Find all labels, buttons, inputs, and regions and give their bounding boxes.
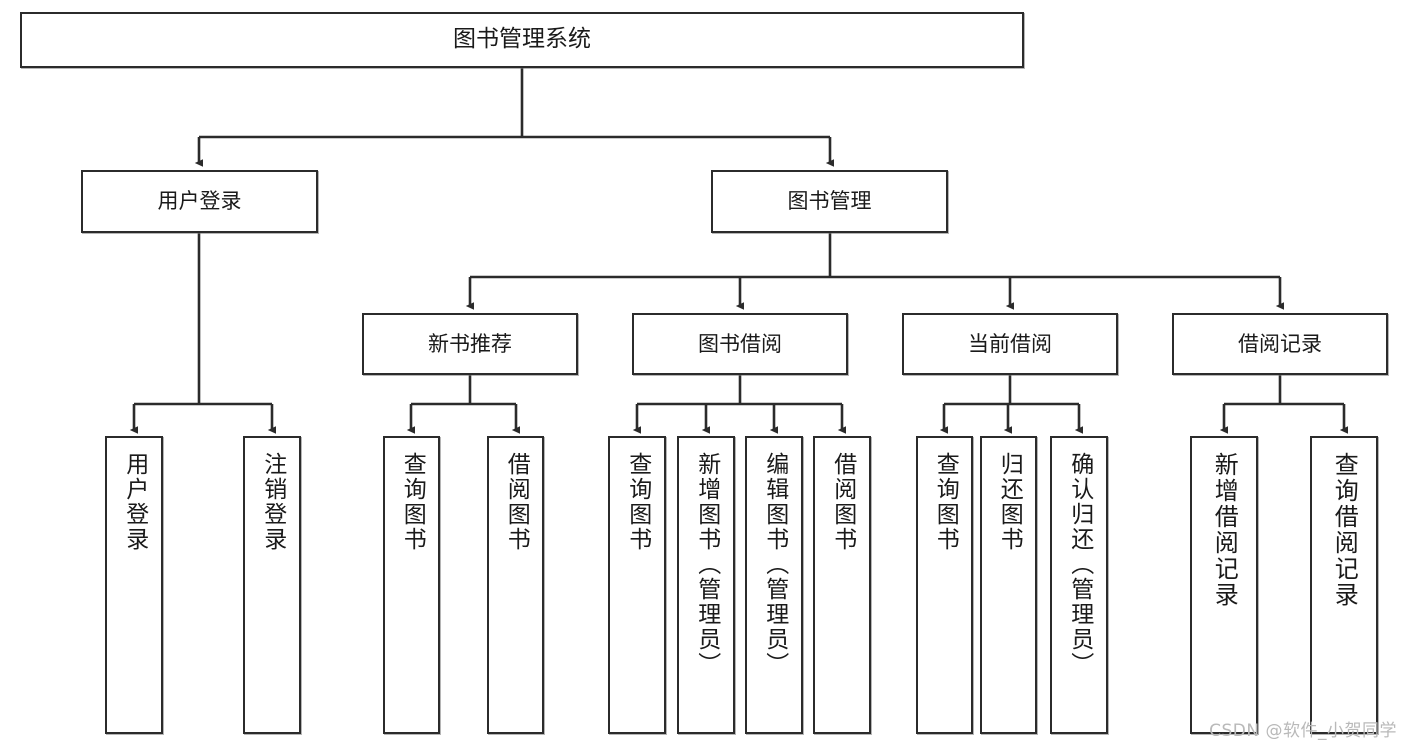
node-label: 新增图书（管理员）: [693, 452, 720, 677]
node-label: 用户登录: [157, 189, 242, 214]
node-label: 新增借阅记录: [1210, 452, 1239, 608]
leaf-recommend-query-book[interactable]: 查询图书: [383, 436, 440, 734]
leaf-record-query-borrow-record[interactable]: 查询借阅记录: [1310, 436, 1378, 734]
node-user-login[interactable]: 用户登录: [81, 170, 318, 233]
leaf-borrow-borrow-book[interactable]: 借阅图书: [813, 436, 871, 734]
node-label: 当前借阅: [968, 331, 1052, 356]
node-label: 图书管理: [787, 189, 872, 214]
leaf-current-query-book[interactable]: 查询图书: [916, 436, 973, 734]
node-label: 新书推荐: [428, 331, 512, 356]
node-book-management[interactable]: 图书管理: [711, 170, 948, 233]
leaf-borrow-add-book-admin[interactable]: 新增图书（管理员）: [677, 436, 735, 734]
node-label: 借阅记录: [1238, 331, 1322, 356]
leaf-borrow-query-book[interactable]: 查询图书: [608, 436, 666, 734]
node-label: 图书管理系统: [453, 26, 591, 53]
node-label: 借阅图书: [829, 452, 856, 552]
leaf-borrow-edit-book-admin[interactable]: 编辑图书（管理员）: [745, 436, 803, 734]
node-borrow-record[interactable]: 借阅记录: [1172, 313, 1388, 375]
node-current-borrow[interactable]: 当前借阅: [902, 313, 1118, 375]
leaf-recommend-borrow-book[interactable]: 借阅图书: [487, 436, 544, 734]
node-label: 查询图书: [624, 452, 651, 552]
node-label: 注销登录: [259, 452, 286, 552]
leaf-user-login-signout[interactable]: 注销登录: [243, 436, 301, 734]
node-label: 查询借阅记录: [1330, 452, 1359, 608]
node-book-borrow[interactable]: 图书借阅: [632, 313, 848, 375]
leaf-user-login-signin[interactable]: 用户登录: [105, 436, 163, 734]
leaf-current-confirm-return-admin[interactable]: 确认归还（管理员）: [1050, 436, 1108, 734]
node-label: 确认归还（管理员）: [1066, 452, 1093, 677]
leaf-current-return-book[interactable]: 归还图书: [980, 436, 1037, 734]
csdn-watermark: CSDN @软件_小贺同学: [1209, 721, 1397, 741]
node-label: 查询图书: [399, 452, 426, 552]
node-new-book-recommend[interactable]: 新书推荐: [362, 313, 578, 375]
node-label: 用户登录: [121, 452, 148, 552]
node-root-book-management-system[interactable]: 图书管理系统: [20, 12, 1024, 68]
node-label: 查询图书: [932, 452, 959, 552]
node-label: 图书借阅: [698, 331, 782, 356]
node-label: 归还图书: [996, 452, 1023, 552]
leaf-record-add-borrow-record[interactable]: 新增借阅记录: [1190, 436, 1258, 734]
node-label: 编辑图书（管理员）: [761, 452, 788, 677]
node-label: 借阅图书: [503, 452, 530, 552]
